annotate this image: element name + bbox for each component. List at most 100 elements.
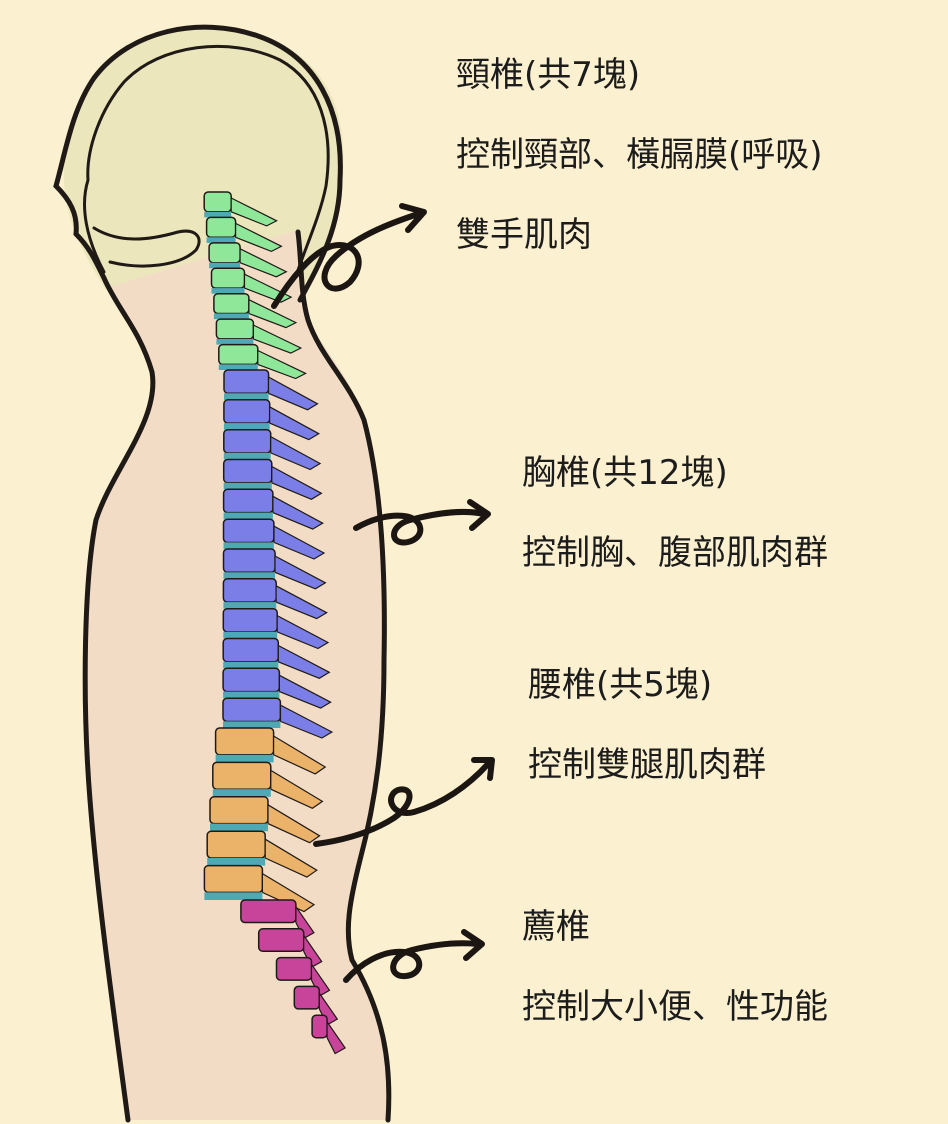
vertebra-lumbar-5 xyxy=(203,864,264,894)
disc-thoracic-6 xyxy=(223,542,274,549)
arrow-cervical xyxy=(271,203,427,309)
process-cervical-7 xyxy=(257,349,307,380)
process-thoracic-8 xyxy=(275,584,328,620)
vertebra-cervical-7 xyxy=(218,343,259,366)
vertebra-thoracic-12 xyxy=(222,697,282,723)
vertebra-sacral-1 xyxy=(240,899,297,924)
vertebra-cervical-2 xyxy=(205,216,237,238)
vertebra-thoracic-7 xyxy=(222,548,276,574)
vertebra-cervical-1 xyxy=(203,191,232,213)
disc-cervical-5 xyxy=(213,313,249,320)
disc-cervical-7 xyxy=(218,364,258,370)
process-sacral-5 xyxy=(326,1019,346,1055)
vertebra-thoracic-10 xyxy=(222,637,280,663)
head-outline xyxy=(53,24,343,1123)
disc-cervical-3 xyxy=(209,262,241,269)
vertebra-lumbar-3 xyxy=(209,796,269,825)
disc-cervical-4 xyxy=(211,288,245,294)
process-cervical-6 xyxy=(252,324,303,354)
lumbar-title: 腰椎(共5塊) xyxy=(528,665,713,705)
disc-thoracic-7 xyxy=(223,572,276,579)
disc-thoracic-12 xyxy=(223,721,281,728)
disc-thoracic-4 xyxy=(223,482,272,490)
disc-cervical-1 xyxy=(204,211,232,218)
vertebra-sacral-5 xyxy=(311,1014,328,1039)
disc-lumbar-5 xyxy=(204,892,263,900)
vertebra-cervical-6 xyxy=(215,318,255,340)
disc-lumbar-1 xyxy=(215,754,274,763)
disc-thoracic-8 xyxy=(223,602,277,609)
disc-lumbar-2 xyxy=(212,789,271,797)
jaw-outline xyxy=(92,226,201,268)
process-cervical-2 xyxy=(235,222,283,253)
thoracic-title: 胸椎(共12塊) xyxy=(522,453,728,493)
process-thoracic-12 xyxy=(279,704,334,739)
spine xyxy=(203,191,346,1055)
arrow-thoracic xyxy=(353,499,491,546)
disc-thoracic-11 xyxy=(223,691,280,699)
label-thoracic: 胸椎(共12塊) 控制胸、腹部肌肉群 xyxy=(522,456,828,616)
vertebra-cervical-4 xyxy=(210,267,246,289)
vertebra-thoracic-9 xyxy=(222,607,278,633)
process-thoracic-10 xyxy=(277,644,331,679)
process-cervical-3 xyxy=(239,247,288,278)
process-thoracic-5 xyxy=(272,495,324,530)
process-thoracic-4 xyxy=(271,465,323,500)
label-sacral: 薦椎 控制大小便、性功能 xyxy=(522,910,828,1070)
vertebra-lumbar-4 xyxy=(206,830,266,859)
process-thoracic-11 xyxy=(278,674,332,709)
disc-cervical-2 xyxy=(206,237,236,243)
vertebra-thoracic-5 xyxy=(222,488,274,514)
process-thoracic-3 xyxy=(270,435,322,471)
cervical-title: 頸椎(共7塊) xyxy=(456,55,641,95)
process-cervical-5 xyxy=(248,298,298,329)
vertebra-sacral-3 xyxy=(275,956,313,981)
arrow-sacral xyxy=(343,929,485,983)
arrow-lumbar xyxy=(313,757,495,847)
vertebra-thoracic-3 xyxy=(223,428,272,454)
disc-thoracic-10 xyxy=(223,661,279,669)
process-thoracic-6 xyxy=(273,525,326,560)
cervical-line-2: 雙手肌肉 xyxy=(456,215,592,255)
disc-thoracic-2 xyxy=(223,423,270,430)
label-lumbar: 腰椎(共5塊) 控制雙腿肌肉群 xyxy=(528,668,766,828)
vertebra-cervical-3 xyxy=(208,242,241,264)
disc-thoracic-9 xyxy=(223,631,278,639)
vertebra-thoracic-11 xyxy=(222,667,281,693)
lumbar-line-1: 控制雙腿肌肉群 xyxy=(528,745,766,785)
process-thoracic-7 xyxy=(274,555,327,590)
process-lumbar-2 xyxy=(270,769,324,809)
vertebra-thoracic-4 xyxy=(222,458,273,484)
sacral-title: 薦椎 xyxy=(522,907,590,947)
thoracic-line-1: 控制胸、腹部肌肉群 xyxy=(522,533,828,573)
vertebra-thoracic-2 xyxy=(223,399,271,424)
process-thoracic-9 xyxy=(276,614,330,650)
head-inner-outline xyxy=(83,44,330,278)
disc-thoracic-5 xyxy=(223,512,273,520)
disc-cervical-6 xyxy=(216,339,254,345)
head-shape xyxy=(52,29,344,291)
back-outline xyxy=(295,229,392,1123)
process-thoracic-1 xyxy=(267,375,319,411)
vertebra-thoracic-1 xyxy=(223,369,270,395)
vertebra-lumbar-1 xyxy=(214,727,275,756)
process-lumbar-3 xyxy=(267,803,321,844)
cervical-line-1: 控制頸部、橫膈膜(呼吸) xyxy=(456,135,823,175)
disc-lumbar-4 xyxy=(207,858,266,866)
disc-lumbar-3 xyxy=(210,823,268,832)
sacral-line-1: 控制大小便、性功能 xyxy=(522,987,828,1027)
disc-thoracic-3 xyxy=(223,452,271,460)
vertebra-sacral-2 xyxy=(257,928,305,953)
process-lumbar-4 xyxy=(264,838,318,878)
disc-thoracic-1 xyxy=(224,393,269,400)
process-cervical-1 xyxy=(230,197,278,227)
vertebra-thoracic-8 xyxy=(222,578,277,603)
label-cervical: 頸椎(共7塊) 控制頸部、橫膈膜(呼吸) 雙手肌肉 xyxy=(456,58,823,298)
vertebra-cervical-5 xyxy=(213,292,250,315)
vertebra-sacral-4 xyxy=(293,985,321,1010)
vertebra-thoracic-6 xyxy=(222,518,275,544)
process-thoracic-2 xyxy=(269,405,321,441)
vertebra-lumbar-2 xyxy=(212,761,272,790)
